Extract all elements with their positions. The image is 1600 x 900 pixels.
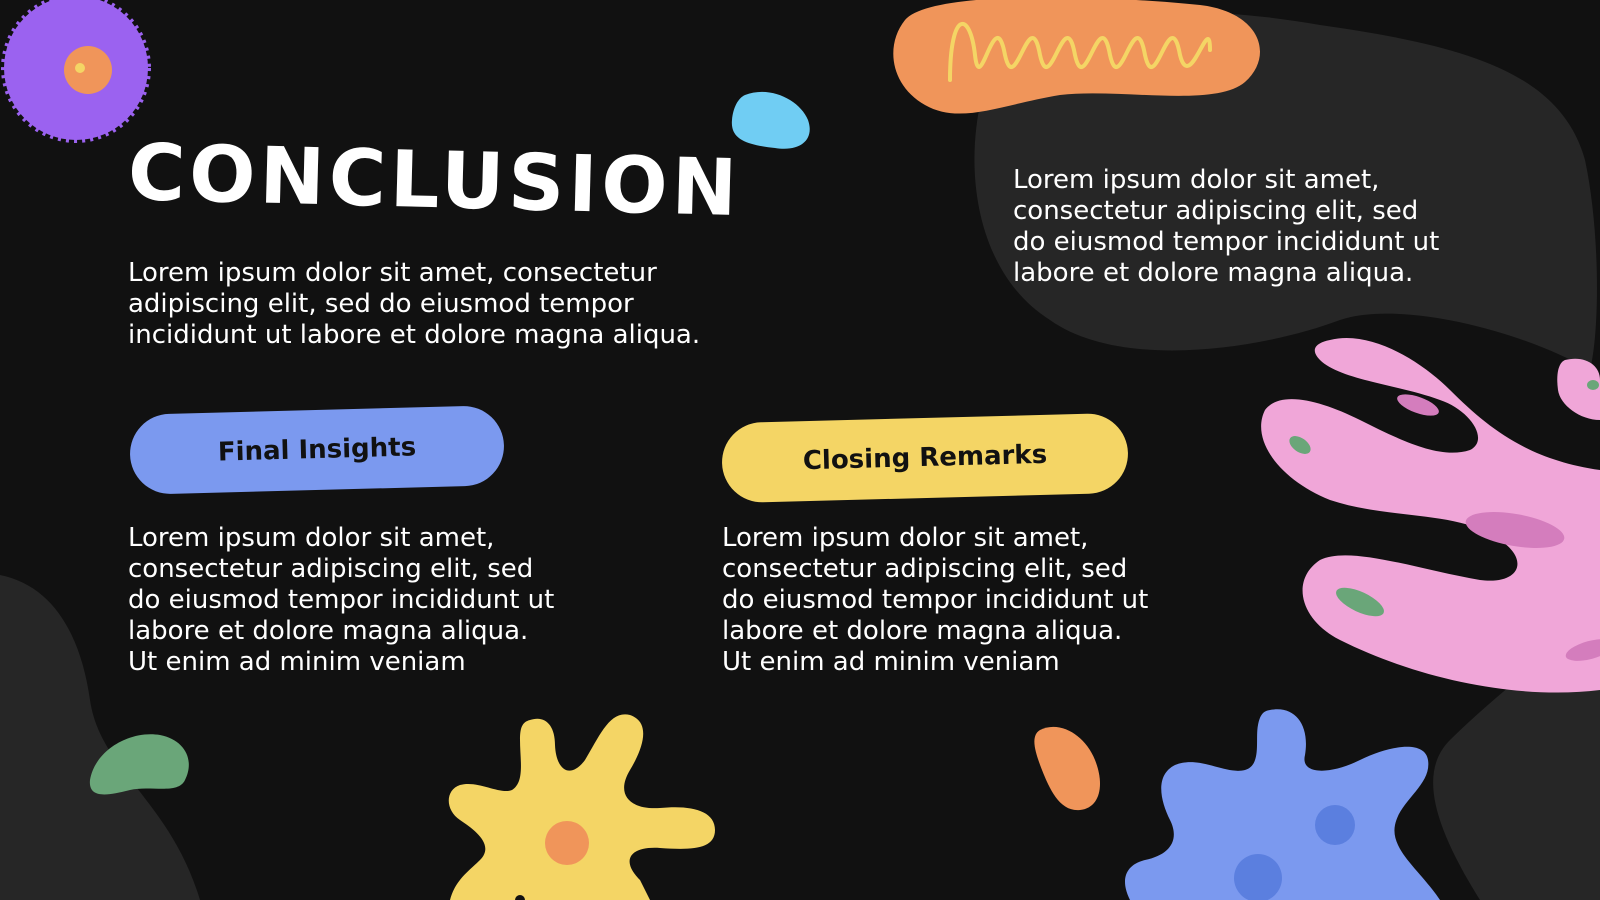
orange-pebble-icon [1034, 726, 1100, 811]
yellow-splat-icon [448, 714, 715, 900]
closing-remarks-paragraph: Lorem ipsum dolor sit amet, consectetur … [722, 523, 1149, 677]
closing-remarks-label: Closing Remarks [721, 412, 1129, 504]
dark-blob-bottom-left [0, 575, 200, 900]
dark-blob-top-right [974, 12, 1597, 370]
final-insights-paragraph: Lorem ipsum dolor sit amet, consectetur … [128, 523, 555, 677]
slide-title: CONCLUSION [126, 128, 743, 235]
final-insights-label: Final Insights [129, 405, 505, 495]
side-paragraph: Lorem ipsum dolor sit amet, consectetur … [1013, 165, 1440, 288]
light-blue-drop-icon [731, 91, 810, 149]
orange-squiggle-blob-icon [893, 0, 1260, 114]
pink-coral-icon [1261, 338, 1600, 693]
green-leaf-icon [89, 734, 189, 795]
blue-splat-icon [1125, 709, 1440, 900]
intro-paragraph: Lorem ipsum dolor sit amet, consectetur … [128, 258, 701, 350]
purple-flower-icon [1, 0, 151, 143]
final-insights-label-text: Final Insights [217, 432, 417, 468]
closing-remarks-label-text: Closing Remarks [802, 439, 1048, 477]
